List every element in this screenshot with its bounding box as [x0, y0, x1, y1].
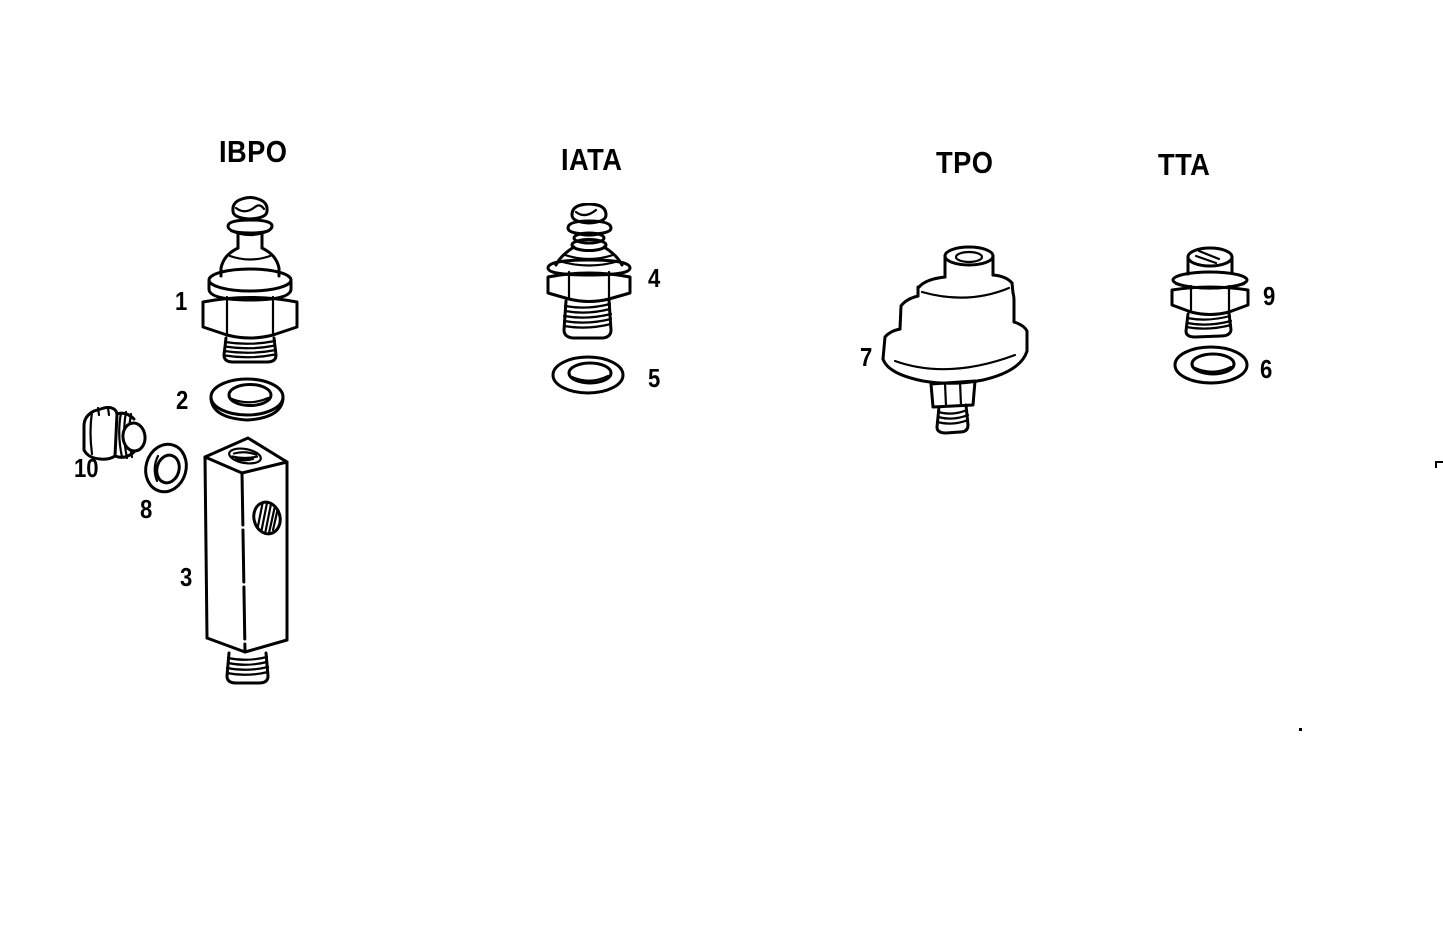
print-artifact-dot — [1299, 728, 1302, 731]
top-connector-cylinder — [943, 245, 995, 279]
part-10-plug-drawing — [82, 406, 147, 461]
part-5-washer-drawing — [551, 355, 625, 395]
part-8-ring-drawing — [144, 442, 188, 494]
callout-9: 9 — [1263, 281, 1276, 311]
dome-body — [219, 246, 281, 278]
callout-8: 8 — [140, 494, 153, 524]
part-3-block-drawing — [203, 436, 289, 685]
plug-end-face — [121, 421, 147, 453]
callout-6: 6 — [1260, 354, 1273, 384]
cap-flange — [226, 218, 274, 237]
hex-nut — [1170, 284, 1250, 316]
ring-body — [144, 442, 188, 494]
washer-body — [1173, 345, 1249, 385]
group-label-tta: TTA — [1158, 147, 1211, 182]
main-drum — [898, 291, 1016, 331]
threaded-stud — [1184, 311, 1233, 339]
threaded-stud — [935, 403, 970, 435]
group-label-iata: IATA — [561, 142, 623, 177]
base-flange — [881, 320, 1029, 385]
hex-nut — [546, 270, 632, 303]
print-artifact-corner — [1435, 461, 1443, 468]
callout-7: 7 — [860, 342, 873, 372]
callout-5: 5 — [648, 363, 661, 393]
callout-2: 2 — [176, 385, 189, 415]
hex-head — [82, 406, 119, 461]
washer-body — [209, 377, 285, 422]
part-6-washer-drawing — [1173, 345, 1249, 385]
threaded-stud — [222, 336, 278, 364]
side-threaded-port — [252, 499, 282, 536]
neck — [236, 231, 264, 250]
terminal-cap — [231, 196, 269, 221]
washer-body — [551, 355, 625, 395]
part-2-washer-drawing — [209, 377, 285, 422]
group-label-ibpo: IBPO — [219, 134, 288, 169]
block-sides — [203, 455, 289, 654]
lower-hex — [929, 379, 977, 409]
callout-3: 3 — [180, 562, 193, 592]
bottom-threaded-stud — [225, 651, 270, 685]
group-label-tpo: TPO — [936, 145, 994, 180]
part-9-transmitter-drawing — [1170, 246, 1250, 339]
top-cylinder — [1186, 246, 1234, 276]
collar-rings — [207, 267, 293, 302]
block-top-face — [203, 436, 289, 475]
part-4-sender-drawing — [546, 203, 632, 340]
hex-nut — [201, 295, 299, 340]
shoulder-step — [916, 273, 1015, 299]
part-1-sender-drawing — [201, 196, 299, 364]
neck-rings — [570, 231, 608, 252]
part-7-transmitter-drawing — [881, 245, 1029, 435]
threaded-stud — [562, 298, 613, 340]
callout-1: 1 — [175, 286, 188, 316]
terminal-cap — [570, 203, 608, 225]
callout-4: 4 — [648, 263, 661, 293]
